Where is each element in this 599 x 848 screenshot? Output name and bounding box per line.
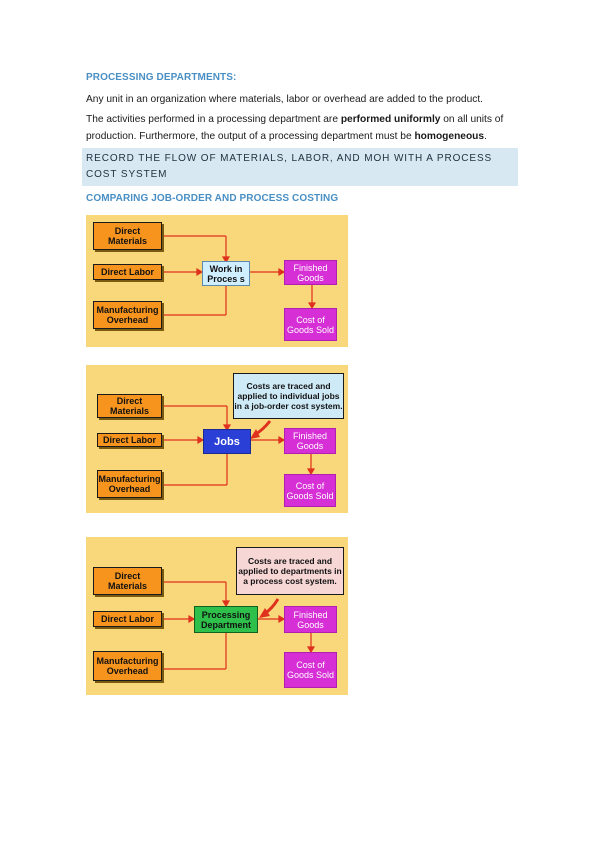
diagram1-flow-arrows xyxy=(162,235,317,316)
section-heading-processing-departments: PROCESSING DEPARTMENTS: xyxy=(86,72,237,83)
record-flow-band-text: RECORD THE FLOW OF MATERIALS, LABOR, AND… xyxy=(86,153,493,180)
diagram2-cost-of-goods-sold-box: Cost of Goods Sold xyxy=(284,474,336,507)
diagram3-direct-labor-box: Direct Labor xyxy=(93,611,162,627)
para2-text-a: The activities performed in a processing… xyxy=(86,114,341,125)
diagram2-flow-arrows xyxy=(162,405,316,486)
diagram2-direct-labor-box: Direct Labor xyxy=(97,433,162,447)
diagram-job-order: Direct Materials Direct Labor Manufactur… xyxy=(86,365,348,513)
definition-paragraph: Any unit in an organization where materi… xyxy=(86,94,483,105)
diagram3-processing-department-box: Processing Department xyxy=(194,606,258,633)
diagram1-direct-materials-box: Direct Materials xyxy=(93,222,162,250)
diagram2-manufacturing-overhead-box: Manufacturing Overhead xyxy=(97,470,162,498)
diagram3-flow-arrows xyxy=(162,581,316,670)
diagram-process-costing: Direct Materials Direct Labor Manufactur… xyxy=(86,537,348,695)
diagram3-finished-goods-box: Finished Goods xyxy=(284,606,337,633)
diagram2-finished-goods-box: Finished Goods xyxy=(284,428,336,454)
diagram2-direct-materials-box: Direct Materials xyxy=(97,394,162,418)
diagram3-direct-materials-box: Direct Materials xyxy=(93,567,162,595)
diagram3-cost-of-goods-sold-box: Cost of Goods Sold xyxy=(284,652,337,688)
diagram1-manufacturing-overhead-box: Manufacturing Overhead xyxy=(93,301,162,329)
diagram3-manufacturing-overhead-box: Manufacturing Overhead xyxy=(93,651,162,681)
diagram1-cost-of-goods-sold-box: Cost of Goods Sold xyxy=(284,308,337,341)
diagram2-jobs-box: Jobs xyxy=(203,429,251,454)
diagram3-callout: Costs are traced and applied to departme… xyxy=(236,547,344,595)
diagram1-direct-labor-box: Direct Labor xyxy=(93,264,162,280)
diagram1-finished-goods-box: Finished Goods xyxy=(284,260,337,285)
record-flow-band: RECORD THE FLOW OF MATERIALS, LABOR, AND… xyxy=(82,148,518,186)
uniformity-paragraph: The activities performed in a processing… xyxy=(86,111,518,145)
para2-text-e: . xyxy=(484,131,487,142)
section-heading-comparing: COMPARING JOB-ORDER AND PROCESS COSTING xyxy=(86,193,339,204)
diagram-work-in-process: Direct Materials Direct Labor Manufactur… xyxy=(86,215,348,347)
para2-text-c: on all units of production. Furthermore,… xyxy=(86,114,504,142)
diagram1-work-in-process-box: Work in Proces s xyxy=(202,261,250,286)
para2-bold-homogeneous: homogeneous xyxy=(414,131,485,142)
para2-bold-performed-uniformly: performed uniformly xyxy=(340,114,441,125)
diagram2-callout: Costs are traced and applied to individu… xyxy=(233,373,344,419)
